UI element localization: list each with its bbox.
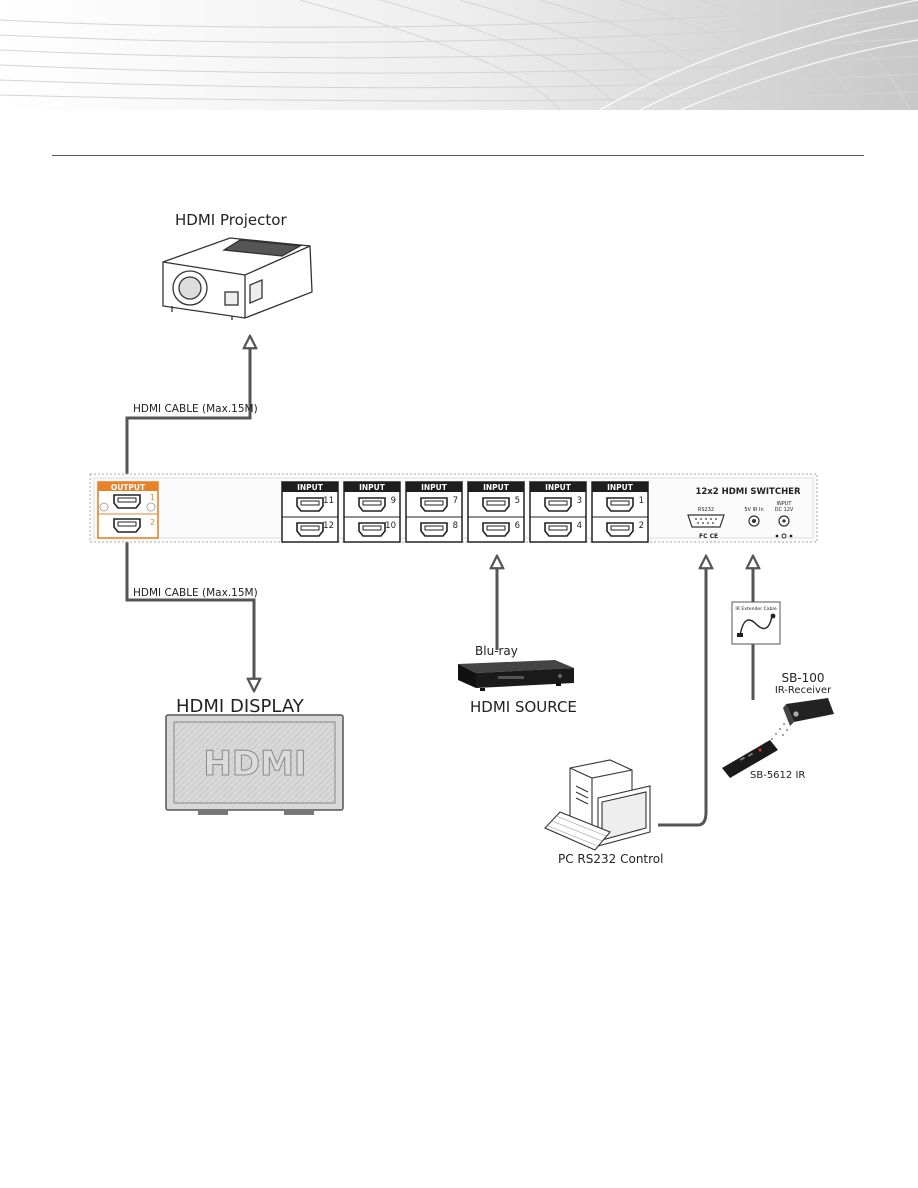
input-group-header: INPUT — [545, 483, 572, 492]
hdmi-input-port — [544, 497, 572, 512]
header-banner — [0, 0, 918, 110]
cert-label: FC CE — [699, 533, 718, 540]
input-group-header-bar — [592, 482, 648, 492]
pc-label: PC RS232 Control — [558, 852, 663, 866]
display-label: HDMI DISPLAY — [176, 696, 305, 717]
input-group-header-bar — [406, 482, 462, 492]
input-group-header-bar — [530, 482, 586, 492]
power-label-2: DC 12V — [775, 507, 794, 513]
ir-receiver-model: SB-100 — [781, 671, 824, 685]
ir-receiver-label: IR-Receiver — [775, 685, 832, 696]
input-group: INPUT 1 2 — [591, 481, 649, 543]
input-groups: INPUT1112INPUT910INPUT78INPUT56INPUT34IN… — [281, 481, 649, 543]
output-block: OUTPUT 1 2 — [97, 481, 159, 539]
bluray-label: Blu-ray — [475, 644, 518, 658]
input-group: INPUT 9 10 — [343, 481, 401, 543]
ir-in-label: 5V IR In — [744, 507, 763, 513]
power-jack — [775, 515, 793, 539]
projector-label: HDMI Projector — [175, 211, 287, 229]
hdmi-input-port — [420, 497, 448, 512]
input-group-header-bar — [282, 482, 338, 492]
hdmi-input-port — [358, 497, 386, 512]
hdmi-input-port — [296, 497, 324, 512]
projector-icon — [162, 237, 313, 320]
power-label-1: INPUT — [777, 501, 793, 507]
input-group-header-bar — [344, 482, 400, 492]
output-screw-right — [146, 502, 156, 512]
output-port-1 — [113, 494, 141, 509]
hdmi-display-icon: HDMI — [165, 714, 344, 815]
hdmi-input-port — [482, 522, 510, 537]
input-port-number: 7 — [453, 496, 458, 506]
cable-bottom-label: HDMI CABLE (Max.15M) — [133, 587, 258, 599]
pc-icon — [544, 759, 651, 851]
ir-in-jack — [748, 515, 760, 527]
input-group: INPUT 7 8 — [405, 481, 463, 543]
rs232-port — [687, 514, 725, 528]
hdmi-switcher: OUTPUT 1 2 INPUT1112INPUT910INPUT78INPUT… — [89, 473, 818, 543]
hdmi-input-port — [544, 522, 572, 537]
hdmi-input-port — [420, 522, 448, 537]
cable-to-projector — [125, 342, 250, 480]
ir-remote-icon — [722, 740, 778, 778]
hdmi-source-label: HDMI SOURCE — [470, 698, 577, 716]
hdmi-input-port — [296, 522, 324, 537]
input-group-header: INPUT — [421, 483, 448, 492]
display-screen-text: HDMI — [203, 744, 306, 784]
input-group-header: INPUT — [297, 483, 324, 492]
hdmi-input-port — [358, 522, 386, 537]
input-port-number: 2 — [639, 521, 644, 531]
hdmi-input-port — [606, 497, 634, 512]
output-port-2 — [113, 518, 141, 533]
output-port-1-label: 1 — [150, 493, 155, 502]
input-port-number: 4 — [577, 521, 582, 531]
switcher-title: 12x2 HDMI SWITCHER — [695, 487, 801, 497]
output-screw-left — [99, 502, 109, 512]
hdmi-input-port — [606, 522, 634, 537]
input-port-number: 1 — [639, 496, 644, 506]
input-group: INPUT 11 12 — [281, 481, 339, 543]
ir-extender-box: IR Extender Cable — [731, 601, 781, 645]
input-group-header: INPUT — [607, 483, 634, 492]
input-port-number: 9 — [391, 496, 396, 506]
ir-receiver-icon — [783, 698, 834, 726]
cable-from-pc — [658, 562, 706, 827]
input-port-number: 5 — [515, 496, 520, 506]
ir-remote-label: SB-5612 IR — [750, 770, 805, 781]
input-group: INPUT 3 4 — [529, 481, 587, 543]
bluray-player-icon — [458, 660, 574, 691]
input-group: INPUT 5 6 — [467, 481, 525, 543]
input-port-number: 11 — [323, 496, 334, 506]
input-port-number: 3 — [577, 496, 582, 506]
input-group-header: INPUT — [359, 483, 386, 492]
ir-beam — [771, 723, 788, 740]
input-port-number: 10 — [385, 521, 396, 531]
input-port-number: 8 — [453, 521, 458, 531]
hdmi-input-port — [482, 497, 510, 512]
input-port-number: 6 — [515, 521, 520, 531]
input-group-header: INPUT — [483, 483, 510, 492]
header-rule — [52, 155, 864, 156]
cable-to-display — [125, 532, 254, 685]
output-header: OUTPUT — [111, 483, 146, 492]
cable-top-label: HDMI CABLE (Max.15M) — [133, 403, 258, 415]
rs232-label: RS232 — [698, 507, 714, 513]
output-port-2-label: 2 — [150, 518, 155, 527]
ir-cable-label: IR Extender Cable — [735, 606, 776, 612]
input-group-header-bar — [468, 482, 524, 492]
input-port-number: 12 — [323, 521, 334, 531]
